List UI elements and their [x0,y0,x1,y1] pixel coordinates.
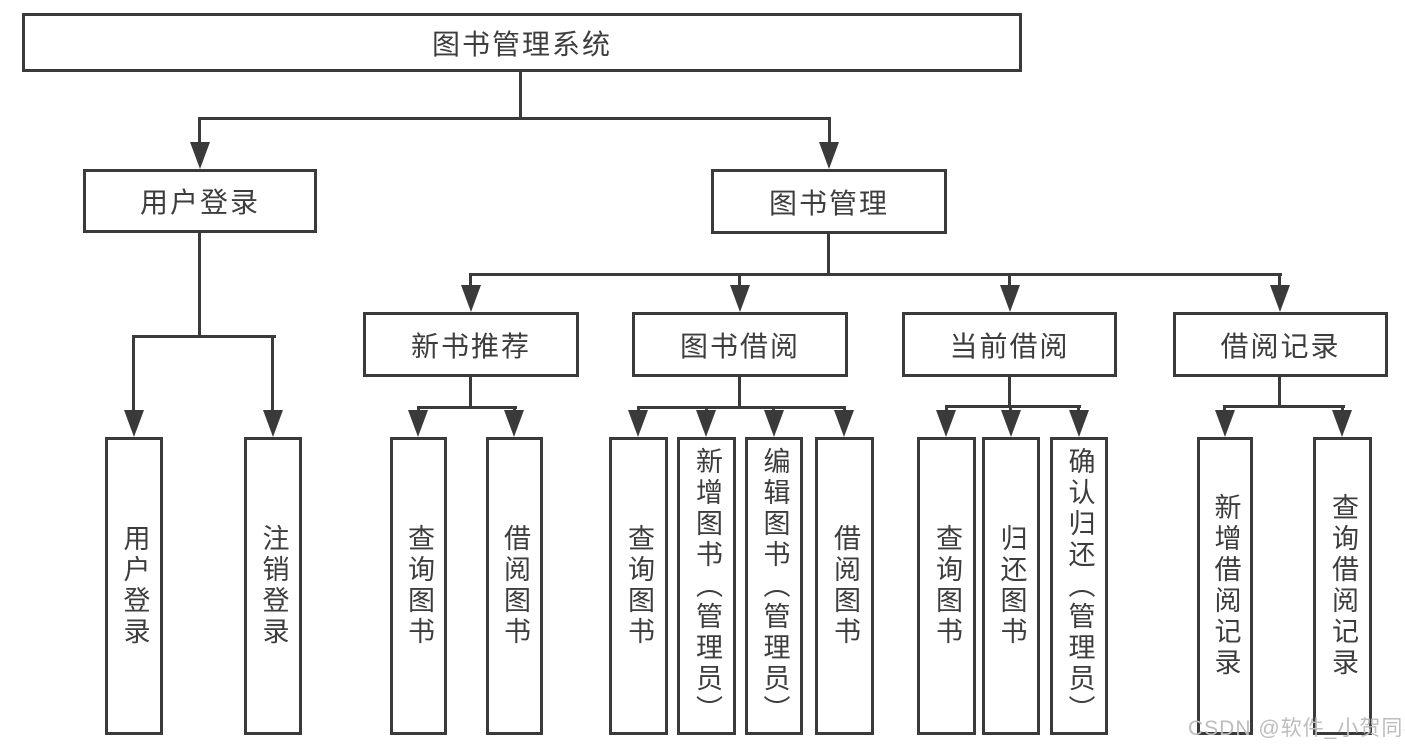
leaf-label: 用户登录 [119,524,150,648]
leaf-label: 新增图书（管理员） [692,446,722,726]
leaf-add-borrow-record: 新增借阅记录 [1197,437,1253,735]
connector-vline [1278,377,1281,408]
arrow-down-icon [1270,285,1290,312]
leaf-query-books-borrow: 查询图书 [609,437,668,735]
node-label: 新书推荐 [410,330,531,362]
connector-hline [637,406,846,409]
leaf-add-book-admin: 新增图书（管理员） [677,437,736,735]
node-label: 图书管理 [768,187,889,219]
leaf-label: 归还图书 [996,524,1027,648]
connector-vline [1008,377,1011,408]
connector-vline [738,377,741,409]
leaf-label: 借阅图书 [830,524,860,648]
arrow-down-icon [834,410,854,437]
connector-vline [738,273,741,291]
connector-vline [469,377,472,409]
arrow-down-icon [1001,410,1021,437]
leaf-label: 新增借阅记录 [1210,493,1241,679]
leaf-label: 确认归还（管理员） [1064,446,1095,726]
leaf-label: 查询借阅记录 [1328,493,1358,679]
connector-vline [198,233,201,338]
arrow-down-icon [190,142,210,169]
leaf-query-borrow-record: 查询借阅记录 [1313,437,1372,735]
node-label: 用户登录 [139,187,260,218]
arrow-down-icon [1332,410,1352,437]
arrow-down-icon [764,410,784,437]
arrow-down-icon [1000,285,1020,312]
leaf-label: 查询图书 [624,524,654,648]
connector-hline [132,335,276,338]
connector-vline [828,117,831,147]
arrow-down-icon [628,410,648,437]
node-label: 借阅记录 [1220,330,1341,362]
connector-hline [469,273,1282,276]
connector-vline [827,233,830,276]
node-user-login: 用户登录 [83,169,317,233]
node-label: 图书管理系统 [431,28,612,60]
arrow-down-icon [408,410,428,437]
arrow-down-icon [730,285,750,312]
connector-vline [519,72,522,120]
leaf-query-books-recommend: 查询图书 [390,437,447,735]
arrow-down-icon [936,410,956,437]
connector-hline [945,405,1081,408]
arrow-down-icon [461,285,481,312]
connector-vline [271,335,274,415]
watermark: CSDN @软件_小贺同学 [1188,717,1405,740]
node-library-system: 图书管理系统 [22,13,1022,72]
arrow-down-icon [819,142,839,169]
leaf-return-books: 归还图书 [982,437,1040,735]
leaf-logout: 注销登录 [244,437,302,735]
arrow-down-icon [1069,410,1089,437]
node-new-book-recommendation: 新书推荐 [363,312,579,377]
node-label: 当前借阅 [949,330,1070,362]
connector-hline [1223,405,1345,408]
leaf-label: 查询图书 [932,524,962,648]
leaf-borrow-books: 借阅图书 [815,437,874,735]
leaf-query-books-current: 查询图书 [917,437,976,735]
connector-vline [1008,273,1011,291]
connector-vline [469,273,472,291]
connector-hline [417,406,517,409]
leaf-label: 注销登录 [258,524,289,648]
arrow-down-icon [1215,410,1235,437]
node-book-borrowing: 图书借阅 [632,312,848,377]
connector-vline [198,117,201,147]
arrow-down-icon [696,410,716,437]
leaf-user-login: 用户登录 [105,437,163,735]
leaf-confirm-return-admin: 确认归还（管理员） [1050,437,1108,735]
leaf-label: 借阅图书 [500,524,530,648]
connector-vline [1278,273,1281,291]
leaf-label: 查询图书 [404,524,434,648]
connector-vline [132,335,135,415]
node-book-management: 图书管理 [711,169,947,234]
node-current-borrowing: 当前借阅 [902,312,1117,377]
leaf-borrow-books-recommend: 借阅图书 [486,437,543,735]
node-label: 图书借阅 [679,330,800,362]
connector-hline [198,117,831,120]
node-borrowing-records: 借阅记录 [1173,312,1388,377]
arrow-down-icon [504,410,524,437]
leaf-edit-book-admin: 编辑图书（管理员） [745,437,803,735]
arrow-down-icon [263,410,283,437]
leaf-label: 编辑图书（管理员） [759,446,790,726]
arrow-down-icon [124,410,144,437]
